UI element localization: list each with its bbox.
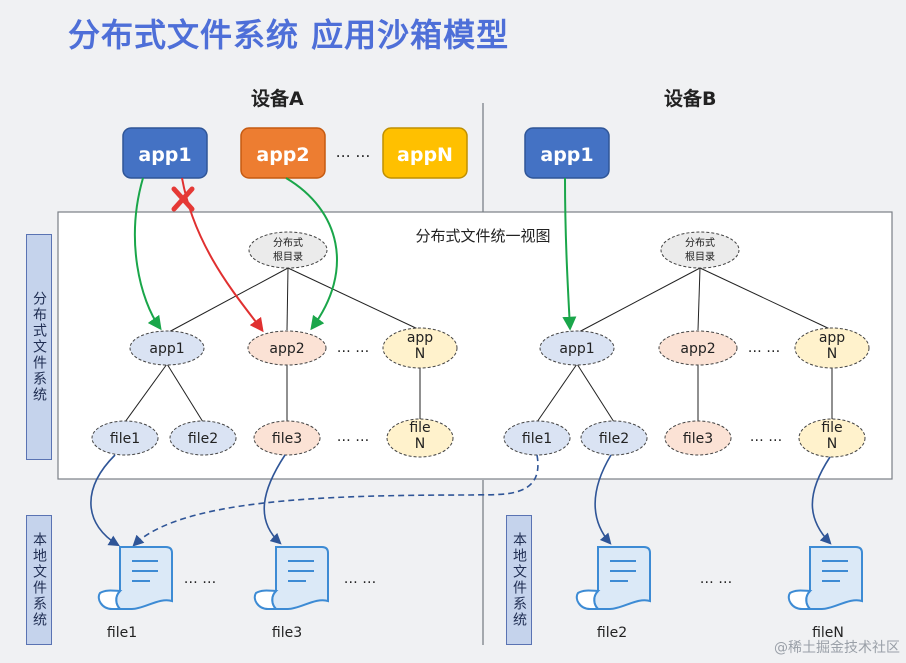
svg-text:file2: file2 — [599, 431, 629, 447]
arrow-a-file1-to-local-file1 — [90, 454, 120, 547]
arrow-b-app1-to-dfs-app1 — [562, 177, 577, 331]
local-b-fileN-label: fileN — [812, 625, 844, 641]
arrow-b-fileN-to-local-fileN — [811, 456, 832, 545]
dfs-panel-label: 分布式文件统一视图 — [415, 227, 550, 245]
svg-text:appN: appN — [819, 330, 845, 362]
page-title: 分布式文件系统 应用沙箱模型 — [68, 16, 510, 54]
svg-text:根目录: 根目录 — [273, 250, 303, 263]
arrow-a-file3-to-local-file3 — [263, 454, 286, 545]
device-a-app1-label: app1 — [138, 144, 191, 166]
arrow-b-file1-remote-to-local-a-file1 — [132, 454, 539, 547]
svg-text:app2: app2 — [269, 341, 304, 357]
tree-b-files-ellipsis: … … — [750, 429, 782, 445]
svg-text:file1: file1 — [110, 431, 140, 447]
svg-text:file1: file1 — [522, 431, 552, 447]
tree-b-file1-node: file1 — [503, 420, 571, 456]
local-b-file2-document-icon — [575, 546, 651, 610]
tree-a-root-node: 分布式 根目录 — [248, 231, 328, 269]
arrow-a-app1-to-dfs-app1 — [133, 177, 162, 331]
svg-text:fileN: fileN — [821, 420, 842, 452]
tree-a-file3-node: file3 — [253, 420, 321, 456]
tree-b-root-node: 分布式 根目录 — [660, 231, 740, 269]
local-a-ellipsis-1: … … — [184, 571, 216, 587]
device-b-label: 设备B — [664, 88, 717, 110]
local-b-file2-label: file2 — [597, 625, 627, 641]
device-a-appN-box[interactable]: appN — [382, 127, 468, 179]
tree-a-file1-node: file1 — [91, 420, 159, 456]
device-a-app1-box[interactable]: app1 — [122, 127, 208, 179]
tree-b-app1-node: app1 — [539, 330, 615, 366]
device-b-app1-label: app1 — [540, 144, 593, 166]
tree-a-file2-node: file2 — [169, 420, 237, 456]
svg-text:file2: file2 — [188, 431, 218, 447]
arrow-b-file2-to-local-file2 — [594, 454, 612, 545]
device-a-app2-box[interactable]: app2 — [240, 127, 326, 179]
svg-text:分布式: 分布式 — [685, 236, 715, 249]
device-a-label: 设备A — [251, 88, 304, 110]
svg-text:file3: file3 — [272, 431, 302, 447]
tree-b-file2-node: file2 — [580, 420, 648, 456]
svg-text:分布式: 分布式 — [273, 236, 303, 249]
device-a-app2-label: app2 — [256, 144, 309, 166]
dfs-side-tab: 分布式文件系统 — [26, 234, 52, 460]
tree-a-files-ellipsis: … … — [337, 429, 369, 445]
tree-a-apps-ellipsis: … … — [337, 340, 369, 356]
tree-b-app2-node: app2 — [658, 330, 738, 366]
svg-text:fileN: fileN — [409, 420, 430, 452]
local-a-file3-label: file3 — [272, 625, 302, 641]
svg-text:app2: app2 — [680, 341, 715, 357]
tree-a-app2-node: app2 — [247, 330, 327, 366]
svg-text:appN: appN — [407, 330, 433, 362]
tree-a-app1-node: app1 — [129, 330, 205, 366]
device-b-app1-box[interactable]: app1 — [524, 127, 610, 179]
svg-text:app1: app1 — [559, 341, 594, 357]
local-a-file1-label: file1 — [107, 625, 137, 641]
watermark: @稀土掘金技术社区 — [774, 640, 900, 656]
tree-b-apps-ellipsis: … … — [748, 340, 780, 356]
local-b-ellipsis: … … — [700, 571, 732, 587]
device-a-appN-label: appN — [397, 144, 453, 166]
local-a-file1-document-icon — [97, 546, 173, 610]
local-a-file3-document-icon — [253, 546, 329, 610]
device-a-apps-ellipsis: … … — [336, 143, 371, 161]
arrow-a-app2-to-dfs-app2 — [285, 177, 338, 331]
svg-text:file3: file3 — [683, 431, 713, 447]
access-denied-cross-icon — [171, 186, 195, 212]
local-b-fileN-document-icon — [787, 546, 863, 610]
svg-text:app1: app1 — [149, 341, 184, 357]
tree-a — [124, 267, 421, 423]
local-a-side-tab: 本地文件系统 — [26, 515, 52, 645]
tree-b-file3-node: file3 — [664, 420, 732, 456]
local-a-ellipsis-2: … … — [344, 571, 376, 587]
local-b-side-tab: 本地文件系统 — [506, 515, 532, 645]
tree-b — [536, 267, 833, 423]
svg-text:根目录: 根目录 — [685, 250, 715, 263]
